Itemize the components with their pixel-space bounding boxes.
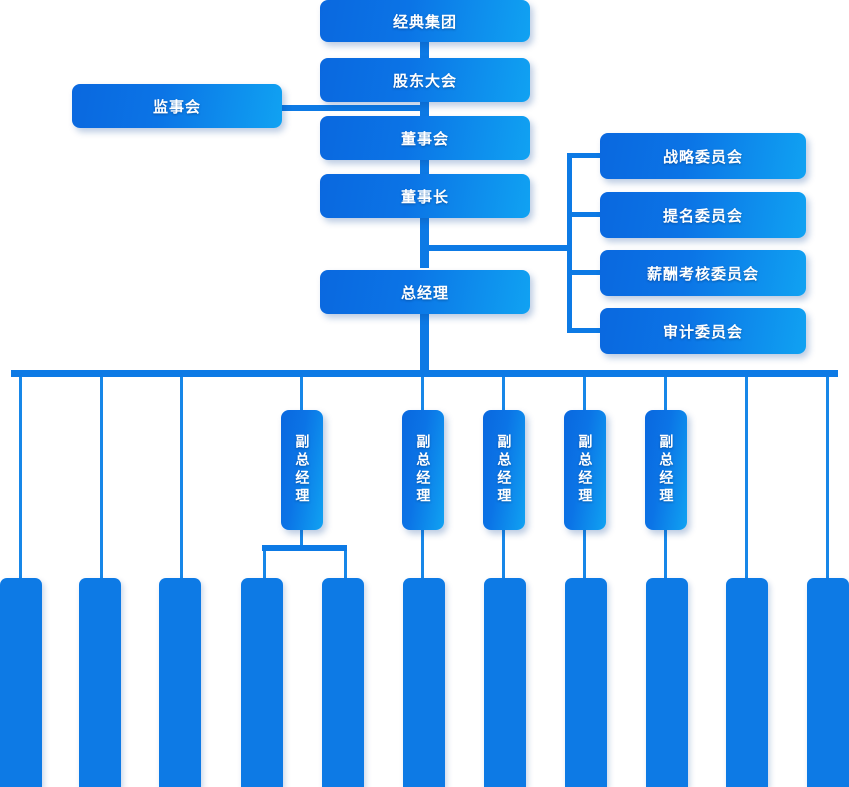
node-shareholders-meeting-label: 股东大会 (392, 72, 457, 90)
node-general-manager[interactable]: 总经理 (320, 270, 530, 314)
node-department-6[interactable] (403, 578, 445, 787)
node-compensation-committee-label: 薪酬考核委员会 (646, 265, 759, 283)
connector-committee-riser (567, 153, 572, 333)
node-department-4[interactable] (241, 578, 283, 787)
node-strategy-committee-label: 战略委员会 (662, 148, 743, 166)
node-group-label: 经典集团 (392, 13, 457, 31)
node-department-2[interactable] (79, 578, 121, 787)
connector-deputy-4-child (583, 530, 586, 580)
connector-gm-to-bus (420, 314, 429, 376)
connector-deputy-1-child-1 (263, 551, 266, 580)
connector-committee-4 (567, 328, 601, 333)
connector-group-to-shareholders (420, 40, 429, 62)
node-department-11[interactable] (807, 578, 849, 787)
node-deputy-general-manager-1-label: 副总经理 (294, 434, 311, 506)
connector-deputy-2-child (421, 530, 424, 580)
connector-committee-2 (567, 212, 601, 217)
node-board-of-supervisors[interactable]: 监事会 (72, 84, 282, 128)
connector-deputy-1-sub-bus (262, 545, 347, 551)
node-deputy-general-manager-2-label: 副总经理 (415, 434, 432, 506)
connector-bus-drop-11 (826, 377, 829, 580)
node-deputy-general-manager-3-label: 副总经理 (496, 434, 513, 506)
connector-supervisors-to-spine (280, 105, 422, 111)
node-deputy-general-manager-3[interactable]: 副总经理 (483, 410, 525, 530)
node-deputy-general-manager-2[interactable]: 副总经理 (402, 410, 444, 530)
node-strategy-committee[interactable]: 战略委员会 (600, 133, 806, 179)
connector-bus-drop-2 (100, 377, 103, 580)
node-board-of-supervisors-label: 监事会 (152, 98, 201, 116)
node-nomination-committee-label: 提名委员会 (662, 207, 743, 225)
node-group[interactable]: 经典集团 (320, 0, 530, 42)
connector-committee-1 (567, 153, 601, 158)
node-shareholders-meeting[interactable]: 股东大会 (320, 58, 530, 102)
connector-bus-drop-3 (180, 377, 183, 580)
node-audit-committee-label: 审计委员会 (662, 323, 743, 341)
connector-bus-to-deputy-2 (421, 377, 424, 412)
connector-deputy-5-child (664, 530, 667, 580)
node-board-of-directors[interactable]: 董事会 (320, 116, 530, 160)
node-department-3[interactable] (159, 578, 201, 787)
connector-main-bus (11, 370, 838, 377)
node-deputy-general-manager-1[interactable]: 副总经理 (281, 410, 323, 530)
node-department-9[interactable] (646, 578, 688, 787)
node-department-5[interactable] (322, 578, 364, 787)
node-chairman[interactable]: 董事长 (320, 174, 530, 218)
node-department-8[interactable] (565, 578, 607, 787)
connector-bus-to-deputy-1 (300, 377, 303, 412)
connector-bus-to-deputy-4 (583, 377, 586, 412)
node-nomination-committee[interactable]: 提名委员会 (600, 192, 806, 238)
node-general-manager-label: 总经理 (400, 284, 449, 302)
connector-bus-to-deputy-3 (502, 377, 505, 412)
node-audit-committee[interactable]: 审计委员会 (600, 308, 806, 354)
connector-committee-3 (567, 270, 601, 275)
connector-deputy-3-child (502, 530, 505, 580)
node-department-10[interactable] (726, 578, 768, 787)
node-deputy-general-manager-5[interactable]: 副总经理 (645, 410, 687, 530)
node-deputy-general-manager-5-label: 副总经理 (658, 434, 675, 506)
node-deputy-general-manager-4[interactable]: 副总经理 (564, 410, 606, 530)
connector-bus-to-deputy-5 (664, 377, 667, 412)
node-department-7[interactable] (484, 578, 526, 787)
node-deputy-general-manager-4-label: 副总经理 (577, 434, 594, 506)
connector-deputy-1-child-2 (344, 551, 347, 580)
connector-chairman-to-gm (420, 216, 429, 268)
node-board-of-directors-label: 董事会 (400, 130, 449, 148)
connector-spine-to-committee-riser (429, 245, 571, 251)
node-compensation-committee[interactable]: 薪酬考核委员会 (600, 250, 806, 296)
node-department-1[interactable] (0, 578, 42, 787)
connector-deputy-1-stem (300, 530, 303, 545)
connector-bus-drop-1 (19, 377, 22, 580)
node-chairman-label: 董事长 (400, 188, 449, 206)
connector-shareholders-to-board (420, 100, 429, 120)
connector-board-to-chairman (420, 158, 429, 178)
connector-bus-drop-10 (745, 377, 748, 580)
